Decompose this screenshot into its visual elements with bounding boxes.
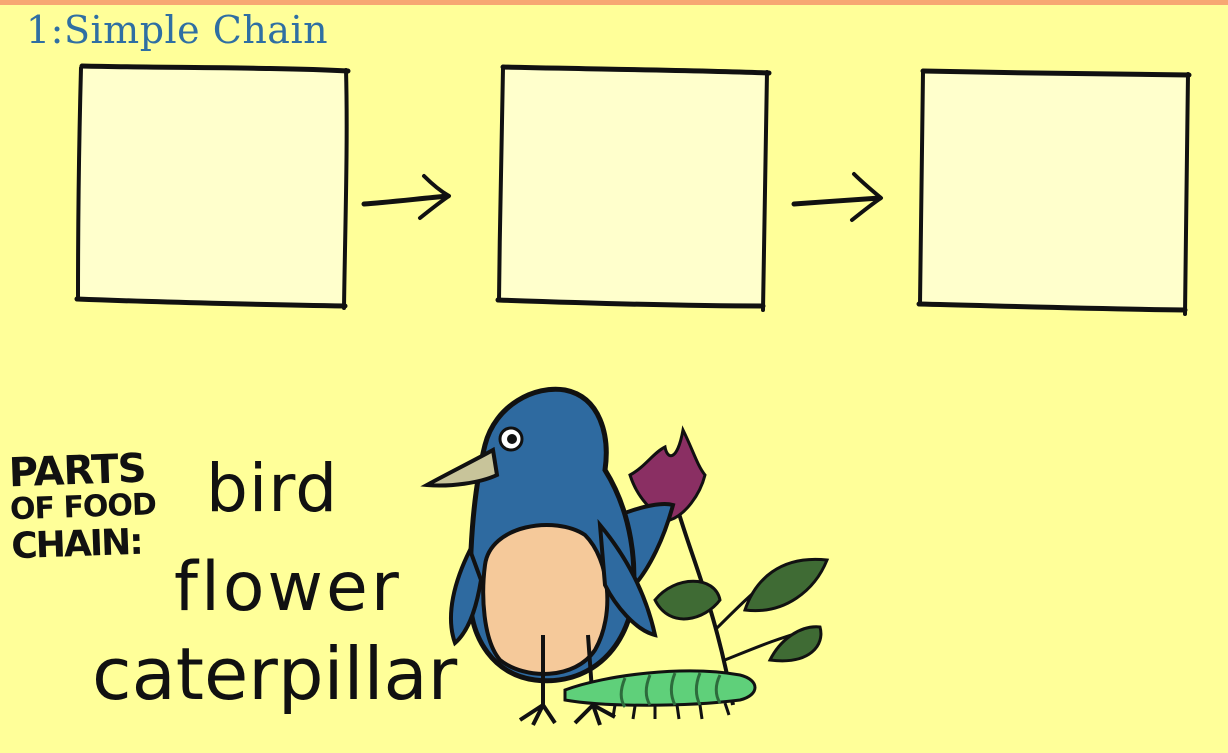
top-accent-stripe: [0, 0, 1228, 5]
parts-label-line-1: PARTS: [7, 445, 147, 497]
caterpillar-icon: [563, 669, 757, 707]
chain-drop-box-3[interactable]: [913, 66, 1193, 316]
word-bird[interactable]: bird: [206, 450, 339, 527]
leaf-icon: [653, 579, 722, 621]
chain-arrow-2: [788, 168, 888, 228]
parts-of-food-chain-label: PARTS OF FOOD CHAIN:: [7, 445, 202, 568]
leaf-icon: [742, 557, 830, 613]
leaf-icon: [767, 625, 823, 663]
word-caterpillar[interactable]: caterpillar: [92, 632, 458, 716]
parts-label-line-2: OF FOOD: [9, 487, 157, 528]
page-title: 1:Simple Chain: [26, 8, 329, 52]
chain-drop-box-1[interactable]: [73, 62, 353, 312]
chain-drop-box-2[interactable]: [493, 62, 773, 312]
word-flower[interactable]: flower: [174, 548, 402, 627]
beak-icon: [420, 446, 500, 488]
bird-flower-caterpillar-illustration: [415, 375, 835, 749]
chain-arrow-1: [356, 168, 456, 228]
